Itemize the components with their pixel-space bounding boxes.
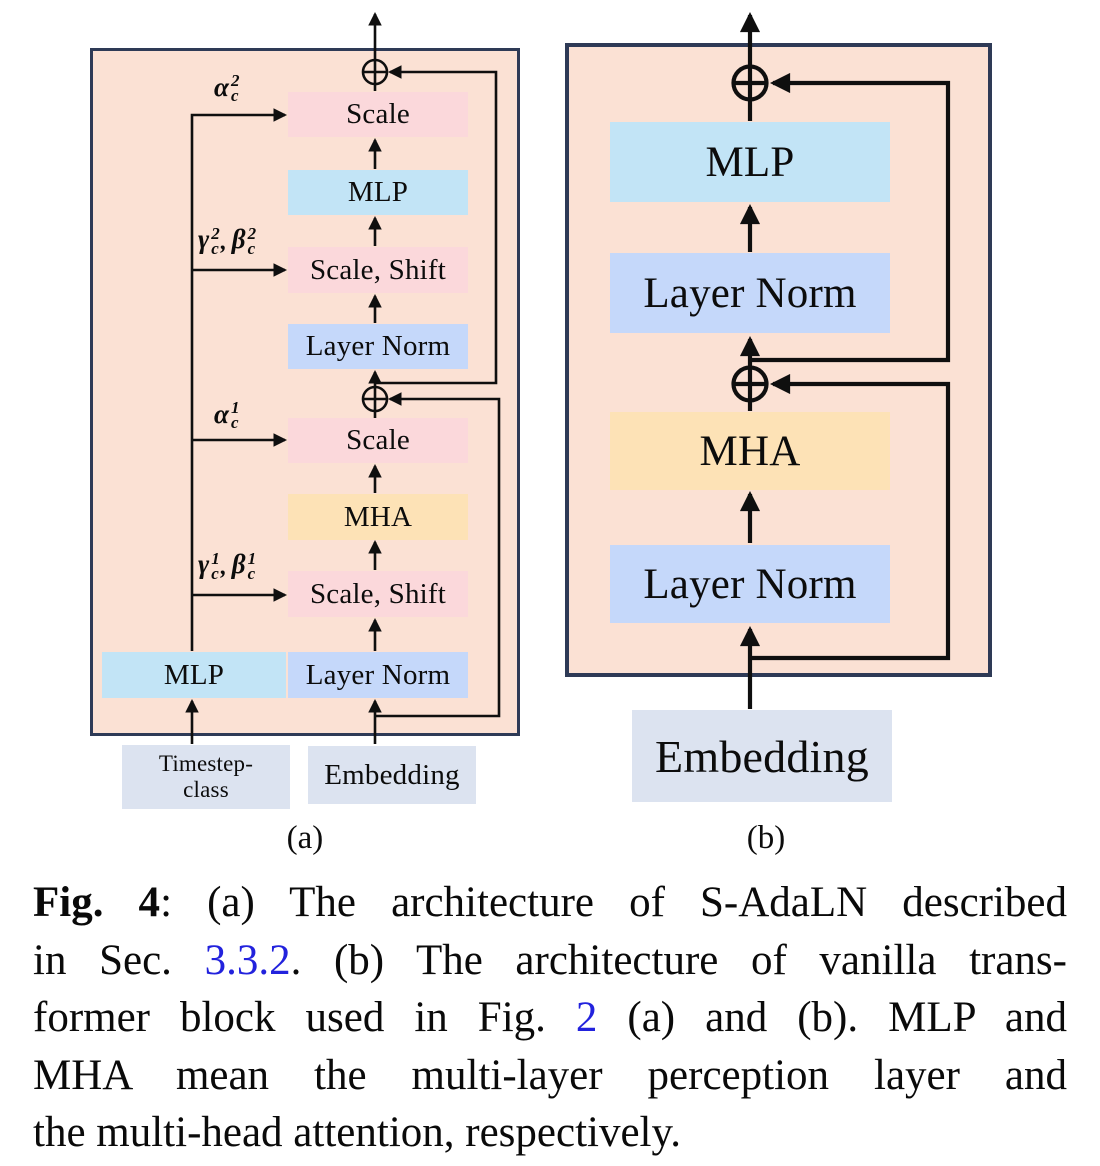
- caption-text-2b: . (b) The architecture of vanilla trans-: [290, 936, 1067, 984]
- block-scale-bottom-a: Scale: [288, 418, 468, 463]
- block-scale-shift-top-a: Scale, Shift: [288, 247, 468, 293]
- block-scale-shift-bottom-a: Scale, Shift: [288, 571, 468, 617]
- input-timestep-class-a: Timestep- class: [122, 745, 290, 809]
- figure-ref-link[interactable]: 2: [575, 994, 598, 1041]
- block-scale-top-a: Scale: [288, 92, 468, 137]
- caption-line-2: in Sec. 3.3.2. (b) The architecture of v…: [33, 932, 1067, 990]
- subfigure-tag-a: (a): [286, 820, 324, 856]
- panel-a-frame: [90, 48, 520, 736]
- block-layer-norm-bottom-a: Layer Norm: [288, 652, 468, 698]
- block-layer-norm-top-b: Layer Norm: [610, 253, 890, 333]
- caption-text-5: the multi-head attention, respectively.: [33, 1109, 681, 1156]
- section-ref-link[interactable]: 3.3.2: [204, 936, 291, 984]
- caption-line-1: Fig. 4: (a) The architecture of S-AdaLN …: [33, 874, 1067, 932]
- timestep-line1: Timestep-: [158, 751, 254, 776]
- caption-text-3b: (a) and (b). MLP and: [597, 994, 1068, 1041]
- block-layer-norm-top-a: Layer Norm: [288, 324, 468, 369]
- caption-fig-label: Fig. 4: [33, 879, 161, 926]
- input-embedding-b: Embedding: [632, 710, 892, 802]
- input-embedding-a: Embedding: [308, 746, 476, 804]
- block-layer-norm-bottom-b: Layer Norm: [610, 545, 890, 623]
- caption-text-1: : (a) The architecture of S-AdaLN descri…: [160, 879, 1068, 926]
- block-mlp-b: MLP: [610, 122, 890, 202]
- caption-line-4: MHA mean the multi-layer perception laye…: [33, 1047, 1067, 1105]
- caption-text-3a: former block used in Fig.: [33, 994, 576, 1041]
- caption-line-5: the multi-head attention, respectively.: [33, 1104, 1067, 1162]
- timestep-line2: class: [183, 777, 229, 802]
- figure-caption: Fig. 4: (a) The architecture of S-AdaLN …: [33, 874, 1067, 1162]
- block-mlp-top-a: MLP: [288, 170, 468, 215]
- subfigure-tag-b: (b): [746, 820, 786, 856]
- caption-line-3: former block used in Fig. 2 (a) and (b).…: [33, 989, 1067, 1047]
- block-mha-b: MHA: [610, 412, 890, 490]
- block-mha-a: MHA: [288, 494, 468, 540]
- caption-text-4: MHA mean the multi-layer perception laye…: [33, 1051, 1067, 1099]
- block-mlp-conditioning-a: MLP: [102, 652, 286, 698]
- caption-text-2a: in Sec.: [33, 936, 205, 984]
